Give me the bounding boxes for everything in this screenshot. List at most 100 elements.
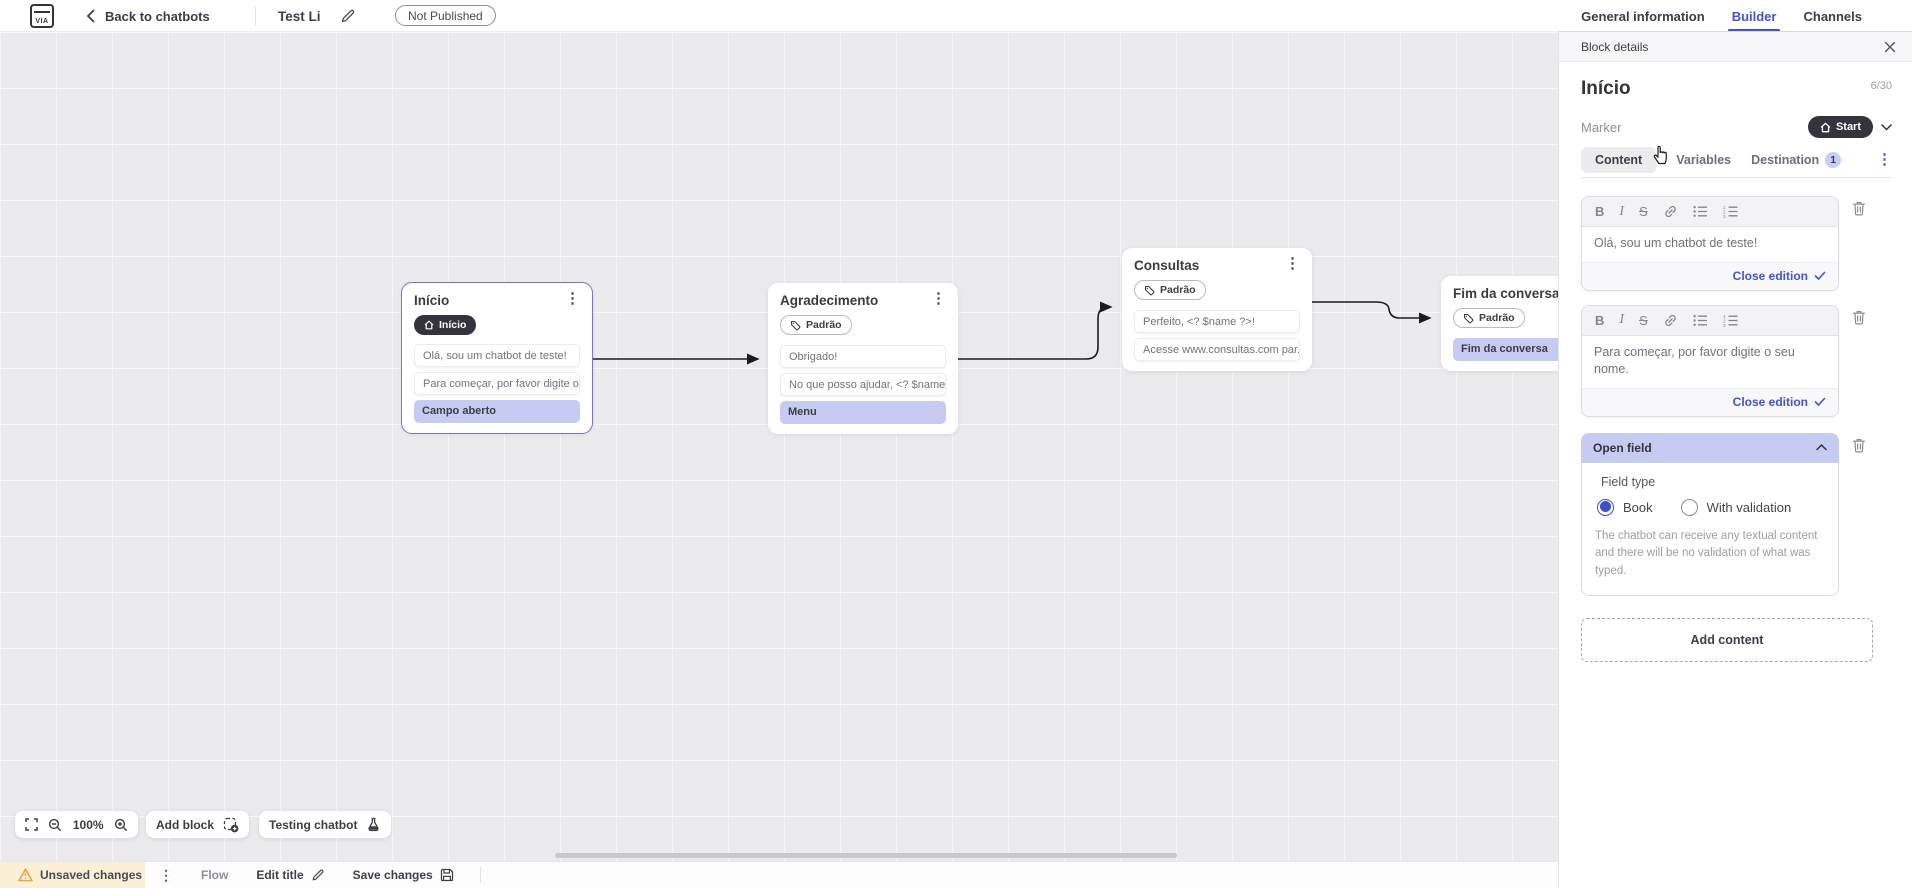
add-content-button[interactable]: Add content	[1581, 617, 1873, 662]
back-to-chatbots-button[interactable]: Back to chatbots	[86, 0, 210, 32]
block-row[interactable]: Para começar, por favor digite o ...	[414, 372, 580, 395]
close-edition-button[interactable]: Close edition	[1732, 269, 1808, 283]
tag-icon	[1144, 285, 1155, 295]
add-block-button[interactable]: Add block	[146, 811, 250, 838]
bold-icon[interactable]: B	[1595, 204, 1605, 219]
close-edition-button[interactable]: Close edition	[1732, 395, 1808, 409]
panel-header: Block details	[1559, 32, 1912, 62]
top-tabs: General information Builder Channels	[1581, 0, 1862, 32]
italic-icon[interactable]: I	[1619, 312, 1625, 327]
panel-tabs: Content Variables Destination 1 ⋮	[1581, 147, 1892, 178]
bullet-list-icon[interactable]	[1693, 205, 1708, 218]
close-icon[interactable]	[1884, 41, 1896, 53]
panel-tab-content[interactable]: Content	[1581, 147, 1657, 173]
chevron-up-icon	[1816, 444, 1827, 451]
editor-text[interactable]: Para começar, por favor digite o seu nom…	[1594, 344, 1795, 377]
radio-option-with-validation[interactable]: With validation	[1680, 498, 1791, 516]
flow-view-label[interactable]: Flow	[201, 868, 229, 882]
save-icon	[440, 868, 453, 882]
editor-text[interactable]: Olá, sou um chatbot de teste!	[1594, 236, 1758, 250]
block-row[interactable]: Campo aberto	[414, 400, 580, 423]
app-logo-text: VIA	[35, 18, 49, 25]
testing-chatbot-button[interactable]: Testing chatbot	[259, 811, 392, 838]
strikethrough-icon[interactable]: S	[1639, 312, 1648, 328]
flow-canvas[interactable]: Início ⋮ Início Olá, sou um chatbot de t…	[0, 32, 1558, 861]
radio-unselected-icon[interactable]	[1680, 498, 1698, 516]
flow-block-consultas[interactable]: Consultas ⋮ Padrão Perfeito, <? $name ?>…	[1122, 248, 1312, 371]
block-row[interactable]: Acesse www.consultas.com par...	[1134, 337, 1300, 361]
link-icon[interactable]	[1663, 313, 1678, 328]
marker-select[interactable]: Start	[1807, 116, 1892, 138]
open-field-header[interactable]: Open field	[1581, 432, 1839, 463]
kebab-menu-icon[interactable]: ⋮	[931, 290, 946, 307]
svg-text:3: 3	[1723, 322, 1726, 326]
tab-general-information[interactable]: General information	[1581, 8, 1705, 24]
flow-block-fim-da-conversa[interactable]: Fim da conversa Padrão Fim da conversa	[1441, 276, 1558, 371]
numbered-list-icon[interactable]: 123	[1723, 205, 1738, 218]
bullet-list-icon[interactable]	[1693, 314, 1708, 327]
bold-icon[interactable]: B	[1595, 312, 1605, 328]
topbar: VIA Back to chatbots Test Li Not Publish…	[0, 0, 1912, 32]
back-chevron-icon	[86, 9, 95, 23]
tag-label: Padrão	[1160, 284, 1196, 296]
editor-footer: Close edition	[1582, 261, 1838, 290]
statusbar-kebab-menu-icon[interactable]: ⋮	[159, 866, 173, 883]
unsaved-changes-indicator: Unsaved changes	[0, 862, 145, 888]
link-icon[interactable]	[1663, 204, 1678, 219]
flow-connectors	[592, 301, 1432, 365]
numbered-list-icon[interactable]: 123	[1723, 314, 1738, 327]
block-row[interactable]: Menu	[780, 400, 946, 424]
save-changes-button[interactable]: Save changes	[353, 868, 454, 882]
panel-tab-destination[interactable]: Destination 1	[1751, 152, 1842, 168]
trash-icon[interactable]	[1851, 309, 1867, 326]
kebab-menu-icon[interactable]: ⋮	[1285, 255, 1300, 272]
chatbot-title: Test Li	[278, 8, 321, 24]
flow-block-agradecimento[interactable]: Agradecimento ⋮ Padrão Obrigado! No que …	[768, 283, 958, 434]
block-row[interactable]: Perfeito, <? $name ?>!	[1134, 309, 1300, 333]
block-row[interactable]: No que posso ajudar, <? $name ...	[780, 372, 946, 396]
edit-title-button[interactable]: Edit title	[256, 868, 324, 882]
connector-agradecimento-consultas	[957, 301, 1113, 360]
tag-pill: Padrão	[780, 315, 852, 335]
marker-value: Start	[1835, 121, 1861, 133]
panel-kebab-menu-icon[interactable]: ⋮	[1877, 151, 1892, 168]
flow-block-inicio[interactable]: Início ⋮ Início Olá, sou um chatbot de t…	[401, 282, 593, 434]
unsaved-changes-label: Unsaved changes	[40, 868, 143, 882]
radio-selected-icon[interactable]	[1597, 498, 1614, 516]
horizontal-scrollbar[interactable]	[555, 853, 1177, 858]
trash-icon[interactable]	[1851, 200, 1867, 217]
block-name-field[interactable]: Início	[1581, 78, 1631, 99]
edit-title-label: Edit title	[256, 868, 304, 882]
panel-tab-destination-label: Destination	[1751, 153, 1820, 167]
tab-builder[interactable]: Builder	[1727, 0, 1781, 32]
zoom-in-icon[interactable]	[114, 818, 128, 832]
panel-tab-variables[interactable]: Variables	[1676, 153, 1732, 167]
italic-icon[interactable]: I	[1619, 203, 1625, 219]
status-badge: Not Published	[395, 5, 496, 26]
block-row[interactable]: Obrigado!	[780, 344, 946, 368]
strikethrough-icon[interactable]: S	[1639, 204, 1648, 219]
home-icon	[424, 320, 434, 330]
start-marker-label: Início	[439, 319, 467, 331]
kebab-menu-icon[interactable]: ⋮	[565, 290, 580, 307]
edit-title-pencil-icon[interactable]	[340, 8, 356, 24]
tab-channels[interactable]: Channels	[1803, 8, 1862, 24]
radio-option-label: Book	[1623, 499, 1653, 515]
svg-text:2: 2	[1723, 318, 1726, 323]
start-marker-pill: Início	[414, 315, 477, 335]
fullscreen-icon[interactable]	[25, 818, 38, 831]
radio-option-book[interactable]: Book	[1597, 498, 1653, 516]
tag-icon	[790, 320, 801, 330]
tag-label: Padrão	[1479, 312, 1515, 324]
marker-label: Marker	[1581, 119, 1622, 135]
zoom-level: 100%	[72, 817, 104, 832]
zoom-out-icon[interactable]	[48, 818, 62, 832]
block-row[interactable]: Fim da conversa	[1453, 337, 1558, 361]
trash-icon[interactable]	[1851, 437, 1867, 454]
block-row[interactable]: Olá, sou um chatbot de teste!	[414, 344, 580, 367]
tag-pill: Padrão	[1453, 308, 1525, 328]
block-title: Consultas	[1134, 258, 1200, 273]
